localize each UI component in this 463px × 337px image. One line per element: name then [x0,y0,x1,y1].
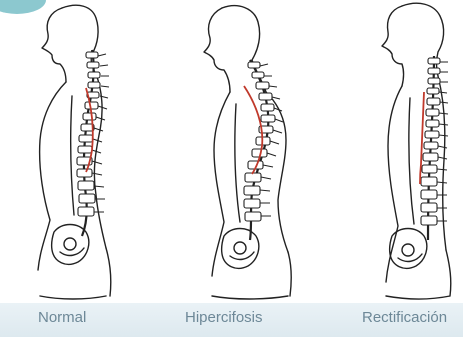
hip-lines [386,250,451,299]
hip-joint [402,244,414,256]
label-normal: Normal [38,309,86,326]
head-outline [382,6,404,86]
figure-hipercifosis [204,6,291,299]
back-of-head [402,3,444,76]
figure-rectificacion [382,3,451,299]
hip-lines [40,248,111,299]
pelvis [222,229,259,269]
label-hipercifosis: Hipercifosis [185,309,263,326]
front-outline [386,86,402,282]
head-outline [42,8,66,82]
pelvis [390,229,427,269]
label-rectificacion: Rectificación [362,309,447,326]
back-outline [94,74,106,248]
hip-joint [234,242,246,254]
spine-hipercifosis [244,60,283,240]
arm-outline [235,104,240,222]
head-outline [204,8,230,92]
arm-outline [71,96,74,215]
figures-illustration [0,0,463,305]
arm-outline [409,98,414,224]
hip-joint [64,238,76,250]
